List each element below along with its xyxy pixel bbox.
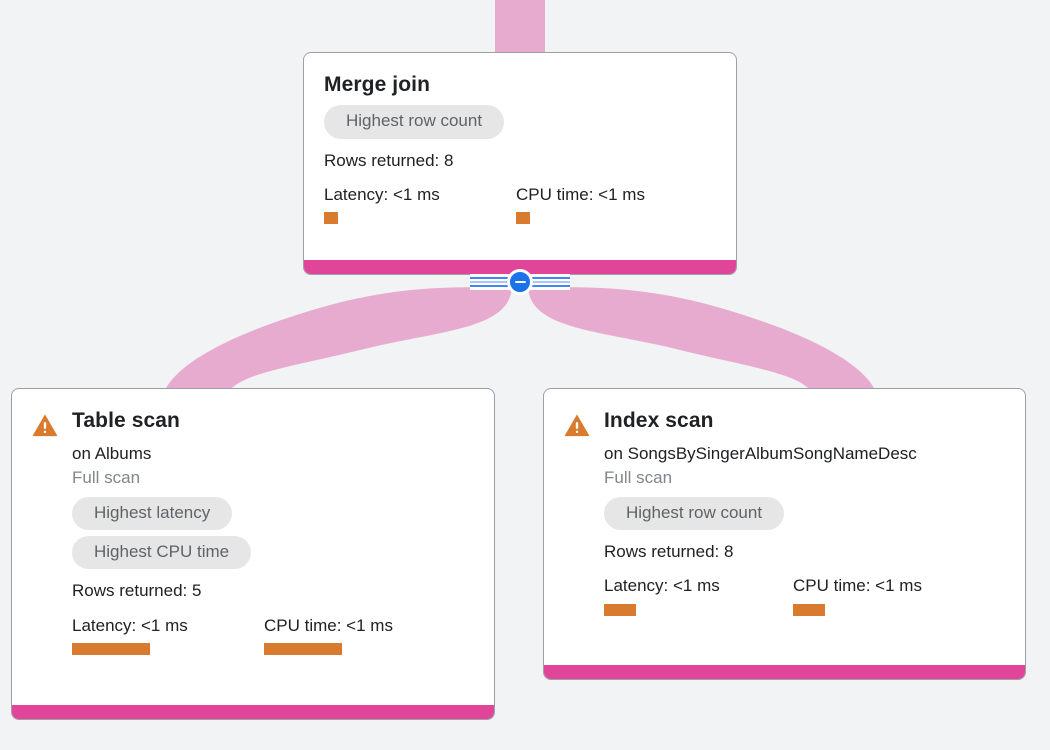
metric-latency-label: Latency: <1 ms: [72, 615, 188, 635]
node-table-scan-footer-bar: [12, 705, 494, 719]
edge-root-to-merge-join: [495, 0, 545, 54]
metrics-row: Latency: <1 ms CPU time: <1 ms: [72, 615, 393, 656]
node-subtitle: on SongsBySingerAlbumSongNameDesc: [604, 444, 917, 464]
rows-returned: Rows returned: 8: [604, 542, 734, 562]
metric-cpu-time: CPU time: <1 ms: [793, 576, 922, 616]
metric-cpu-time-label: CPU time: <1 ms: [264, 615, 393, 635]
metric-latency: Latency: <1 ms: [72, 615, 264, 656]
chip-highest-latency: Highest latency: [72, 496, 233, 531]
chip-row: Highest row count: [324, 105, 645, 144]
chip-highest-row-count: Highest row count: [604, 496, 785, 531]
node-index-scan-header: Index scan on SongsBySingerAlbumSongName…: [564, 407, 1005, 616]
metric-latency-label: Latency: <1 ms: [604, 576, 720, 596]
metrics-row: Latency: <1 ms CPU time: <1 ms: [604, 576, 922, 616]
warning-triangle-icon: [32, 414, 58, 437]
metrics-row: Latency: <1 ms CPU time: <1 ms: [324, 184, 645, 225]
chip-row: Highest row count: [604, 496, 922, 536]
node-index-scan-footer-bar: [544, 665, 1025, 679]
node-merge-join[interactable]: Merge join Highest row count Rows return…: [303, 52, 737, 275]
metric-latency-bar: [604, 603, 636, 616]
chip-row: Highest latency Highest CPU time: [72, 496, 393, 576]
warning-triangle-icon: [564, 414, 590, 437]
metric-cpu-time-bar: [264, 643, 342, 656]
metric-cpu-time-bar: [516, 212, 530, 225]
minus-glyph: [514, 281, 526, 283]
node-index-scan-body: Index scan on SongsBySingerAlbumSongName…: [544, 389, 1025, 630]
metric-cpu-time-label: CPU time: <1 ms: [516, 184, 645, 204]
node-table-scan-header: Table scan on Albums Full scan Highest l…: [32, 407, 474, 656]
node-title: Index scan: [604, 409, 714, 432]
metric-latency-label: Latency: <1 ms: [324, 184, 440, 204]
edge-merge-join-to-index-scan: [528, 285, 875, 390]
chip-highest-row-count: Highest row count: [324, 105, 505, 139]
node-merge-join-content: Merge join Highest row count Rows return…: [324, 73, 645, 225]
node-table-scan-body: Table scan on Albums Full scan Highest l…: [12, 389, 494, 669]
node-index-scan[interactable]: Index scan on SongsBySingerAlbumSongName…: [543, 388, 1026, 680]
node-title: Merge join: [324, 73, 431, 96]
rows-returned: Rows returned: 5: [72, 581, 202, 601]
collapse-control-group: [470, 269, 570, 295]
node-subtitle: on Albums: [72, 444, 152, 464]
minus-circle-icon[interactable]: [507, 269, 533, 295]
metric-latency: Latency: <1 ms: [604, 576, 793, 616]
metric-cpu-time: CPU time: <1 ms: [264, 615, 393, 656]
metric-cpu-time-bar: [793, 603, 825, 616]
metric-latency-bar: [72, 643, 150, 656]
metric-latency: Latency: <1 ms: [324, 184, 516, 225]
node-title: Table scan: [72, 409, 180, 432]
node-merge-join-footer-bar: [304, 260, 736, 274]
edge-merge-join-to-table-scan: [165, 285, 512, 390]
node-scan-type: Full scan: [604, 468, 673, 488]
rows-returned: Rows returned: 8: [324, 150, 454, 170]
node-table-scan-content: Table scan on Albums Full scan Highest l…: [72, 409, 393, 656]
metric-latency-bar: [324, 212, 338, 225]
node-table-scan[interactable]: Table scan on Albums Full scan Highest l…: [11, 388, 495, 720]
node-merge-join-body: Merge join Highest row count Rows return…: [304, 53, 736, 238]
metric-cpu-time-label: CPU time: <1 ms: [793, 576, 922, 596]
metric-cpu-time: CPU time: <1 ms: [516, 184, 645, 225]
chip-highest-cpu-time: Highest CPU time: [72, 536, 252, 570]
node-index-scan-content: Index scan on SongsBySingerAlbumSongName…: [604, 409, 922, 616]
node-merge-join-header: Merge join Highest row count Rows return…: [324, 71, 716, 225]
node-scan-type: Full scan: [72, 468, 141, 488]
